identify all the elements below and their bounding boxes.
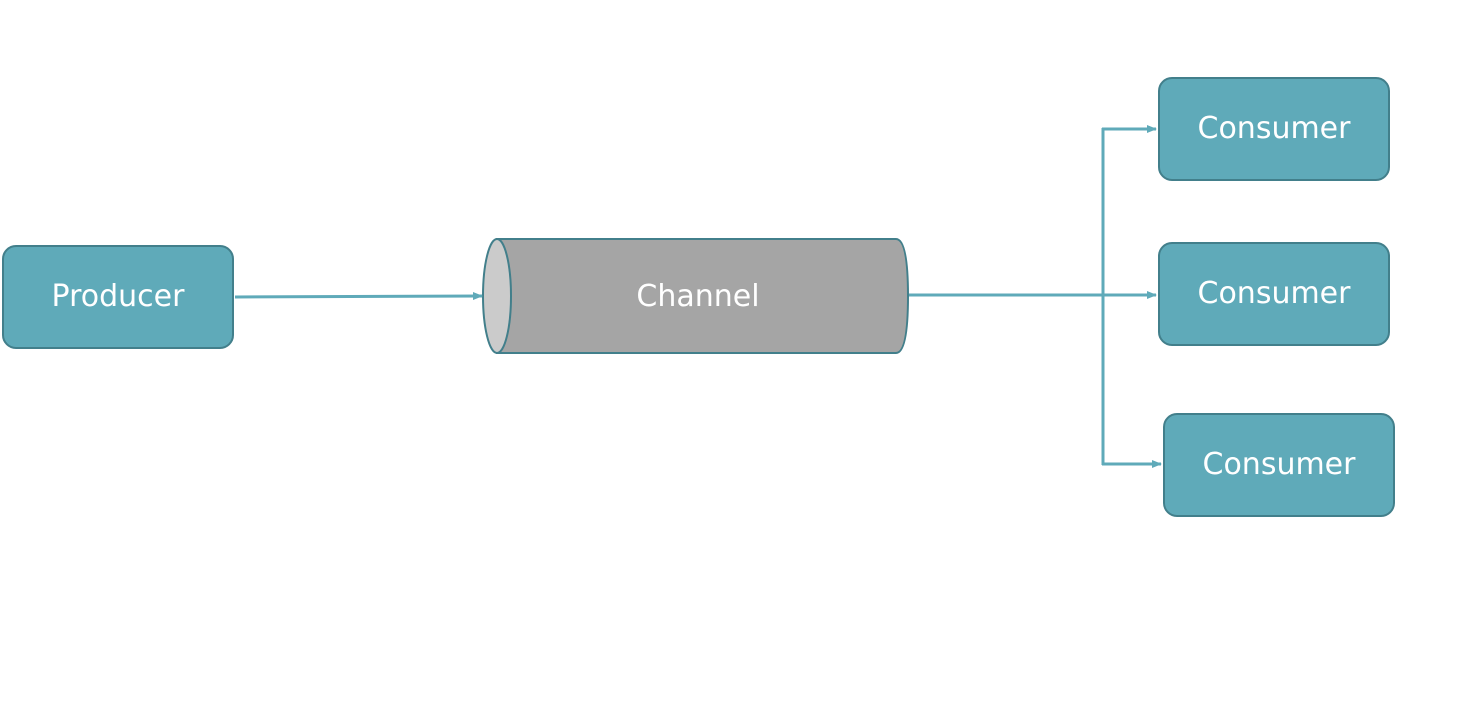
consumer-label: Consumer bbox=[1197, 111, 1351, 146]
producer-node: Producer bbox=[2, 245, 234, 349]
channel-body bbox=[496, 238, 910, 354]
producer-to-channel-arrow bbox=[234, 292, 483, 301]
channel-cylinder bbox=[482, 238, 910, 354]
consumer-label: Consumer bbox=[1197, 276, 1351, 311]
consumer-node-1: Consumer bbox=[1158, 77, 1390, 181]
producer-label: Producer bbox=[51, 279, 185, 314]
consumer-label: Consumer bbox=[1202, 447, 1356, 482]
channel-end-cap bbox=[482, 238, 512, 354]
consumer-node-2: Consumer bbox=[1158, 242, 1390, 346]
consumer-node-3: Consumer bbox=[1163, 413, 1395, 517]
